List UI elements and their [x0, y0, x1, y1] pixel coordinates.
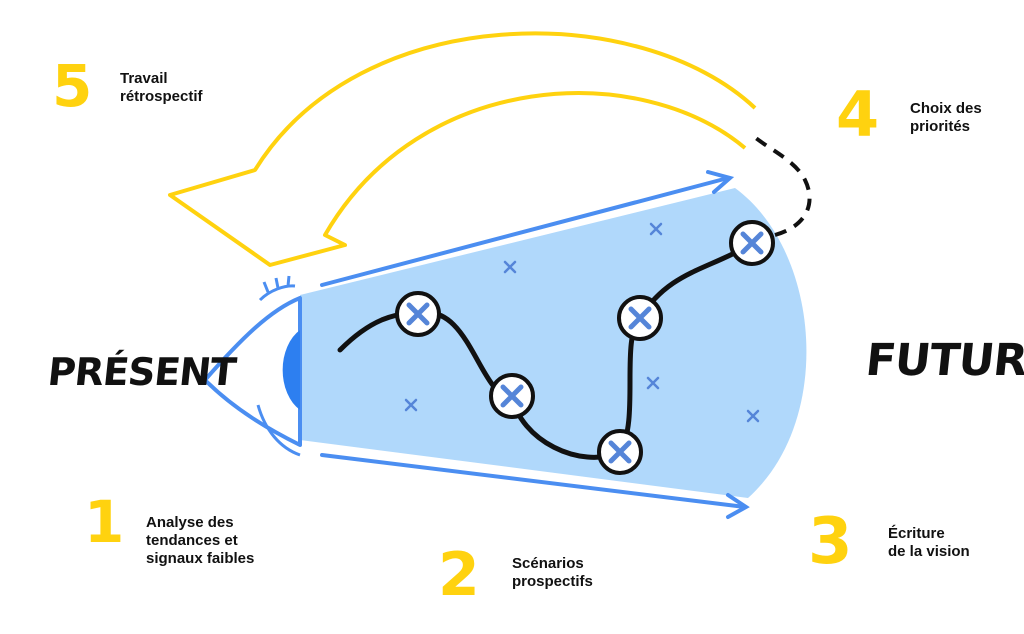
signal-mark	[404, 398, 418, 412]
signal-mark	[503, 260, 517, 274]
step-2-number: 2	[438, 540, 480, 610]
cone-top-arrow	[320, 170, 735, 287]
eye-icon	[203, 275, 302, 457]
scenario-node	[597, 429, 643, 475]
scenario-node	[395, 291, 441, 337]
step-1-number: 1	[84, 488, 125, 556]
present-label: PRÉSENT	[45, 350, 238, 394]
retrospective-arrow	[168, 31, 757, 267]
scenario-node	[617, 295, 663, 341]
cone-bottom-arrow	[320, 453, 750, 519]
vision-cone	[300, 188, 807, 498]
scenario-node	[489, 373, 535, 419]
signal-mark	[649, 222, 663, 236]
step-4-number: 4	[836, 78, 880, 151]
signal-mark	[746, 409, 760, 423]
future-label: FUTUR	[863, 335, 1024, 386]
signal-mark	[646, 376, 660, 390]
step-3-number: 3	[808, 505, 853, 579]
dashed-path	[750, 133, 812, 237]
step-5-number: 5	[52, 52, 93, 120]
scenario-node	[729, 220, 775, 266]
